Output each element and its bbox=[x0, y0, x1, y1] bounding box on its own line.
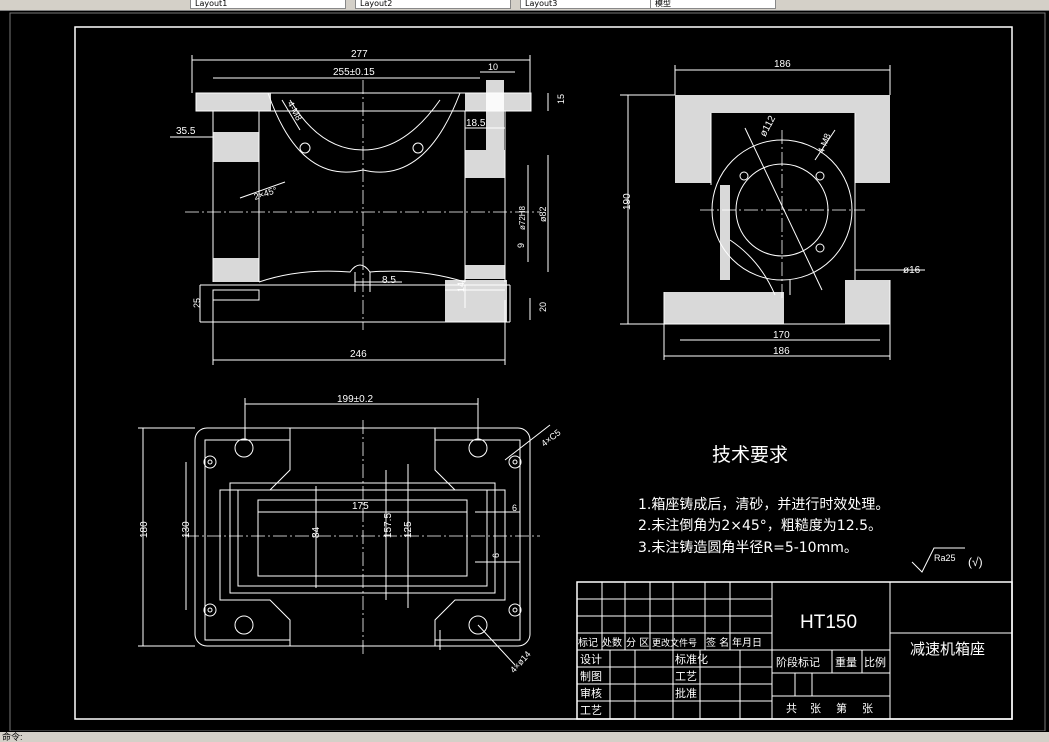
title-material: HT150 bbox=[800, 612, 857, 633]
cad-drawing-canvas[interactable]: 277 255±0.15 10 15 4-M8 35.5 18.5 2×45° … bbox=[0, 11, 1049, 731]
tech-title: 技术要求 bbox=[712, 444, 788, 466]
header-mark: 标记 bbox=[578, 637, 598, 649]
dim-flange-width: 10 bbox=[488, 62, 498, 72]
front-view: 277 255±0.15 10 15 4-M8 35.5 18.5 2×45° … bbox=[170, 49, 566, 365]
dim-slot-width: 8.5 bbox=[382, 275, 396, 286]
command-line[interactable]: 命令: bbox=[0, 732, 1049, 742]
header-zone: 分 区 bbox=[626, 637, 649, 649]
model-tab[interactable]: 模型 bbox=[650, 0, 776, 9]
dim-front-chamfer: 2×45° bbox=[253, 185, 279, 202]
label-weight: 重量 bbox=[835, 655, 857, 669]
label-craft: 工艺 bbox=[675, 670, 697, 683]
drawing-frame bbox=[74, 26, 1013, 720]
side-view: 186 190 ø112 4-M8 ø16 170 186 bbox=[620, 59, 925, 360]
dim-side-height: 190 bbox=[622, 193, 633, 210]
dim-hole-height: 130 bbox=[181, 521, 192, 538]
label-review: 审核 bbox=[580, 686, 602, 700]
header-sign: 签 名 bbox=[706, 636, 729, 649]
sheet-border bbox=[9, 12, 1046, 731]
header-count: 处数 bbox=[602, 636, 622, 649]
header-date: 年月日 bbox=[732, 636, 762, 649]
tech-item-3: 3.未注铸造圆角半径R=5-10mm。 bbox=[638, 540, 858, 556]
tech-item-2: 2.未注倒角为2×45°，粗糙度为12.5。 bbox=[638, 518, 882, 534]
roughness-value: Ra25 bbox=[934, 553, 956, 563]
dim-side-top-width: 186 bbox=[774, 59, 791, 70]
dim-side-base-width: 186 bbox=[773, 346, 790, 357]
dim-base-height: 25 bbox=[192, 298, 202, 308]
dim-edge-a: 6 bbox=[512, 503, 517, 513]
dim-groove-height: 9 bbox=[516, 243, 526, 248]
dim-rib-height: 14 bbox=[456, 282, 466, 292]
title-part-name: 减速机箱座 bbox=[910, 640, 985, 658]
header-change-doc: 更改文件号 bbox=[652, 637, 697, 649]
dim-inner-height: 157.5 bbox=[383, 513, 394, 538]
layout-tab-3[interactable]: Layout3 bbox=[520, 0, 651, 9]
label-stage-mark: 阶段标记 bbox=[776, 655, 820, 669]
dim-flange-height: 15 bbox=[556, 94, 566, 104]
dim-overall-height: 180 bbox=[139, 521, 150, 538]
roughness-symbol-icon bbox=[911, 547, 965, 573]
dim-foot-height: 20 bbox=[538, 302, 548, 312]
dim-bore-b: ø82 bbox=[538, 206, 548, 222]
dim-mid-height: 125 bbox=[403, 521, 414, 538]
roughness-other: (√) bbox=[968, 555, 983, 569]
top-view: 199±0.2 4×C5 180 130 157.5 125 84 175 6 … bbox=[138, 394, 563, 675]
label-scale: 比例 bbox=[864, 655, 886, 669]
tech-item-1: 1.箱座铸成后，清砂，并进行时效处理。 bbox=[638, 497, 889, 513]
dim-side-foot-hole: ø16 bbox=[903, 265, 921, 276]
dim-window-height: 84 bbox=[311, 526, 322, 538]
dim-overall-width: 277 bbox=[351, 49, 368, 60]
layout-tab-bar: Layout1 Layout2 Layout3 模型 bbox=[0, 0, 1049, 11]
label-approve: 批准 bbox=[675, 686, 697, 700]
dim-base-width: 246 bbox=[350, 349, 367, 360]
tech-requirements: 技术要求 1.箱座铸成后，清砂，并进行时效处理。 2.未注倒角为2×45°，粗糙… bbox=[638, 444, 983, 573]
dim-bore-a: ø72H8 bbox=[518, 205, 527, 230]
label-sheets-1: 张 bbox=[810, 702, 821, 715]
dim-bolt-span: 255±0.15 bbox=[333, 67, 375, 78]
dim-window-width: 175 bbox=[352, 501, 369, 512]
dim-side-holes: 4-M8 bbox=[816, 132, 833, 155]
layout-tab-2[interactable]: Layout2 bbox=[355, 0, 511, 9]
dim-right-step: 18.5 bbox=[466, 118, 486, 129]
dim-hole-span: 199±0.2 bbox=[337, 394, 374, 405]
label-drafting: 制图 bbox=[580, 670, 602, 683]
label-total: 共 bbox=[786, 702, 797, 715]
dim-left-step: 35.5 bbox=[176, 126, 196, 137]
label-standardization: 标准化 bbox=[675, 652, 708, 666]
layout-tab-1[interactable]: Layout1 bbox=[190, 0, 346, 9]
label-design: 设计 bbox=[580, 653, 602, 666]
dim-edge-b: 6 bbox=[491, 553, 501, 558]
title-block bbox=[576, 581, 1013, 720]
label-process: 工艺 bbox=[580, 704, 602, 717]
label-page: 第 bbox=[836, 701, 847, 715]
dim-side-inner-width: 170 bbox=[773, 330, 790, 341]
dim-side-circle: ø112 bbox=[758, 114, 778, 139]
label-sheets-2: 张 bbox=[862, 702, 873, 715]
